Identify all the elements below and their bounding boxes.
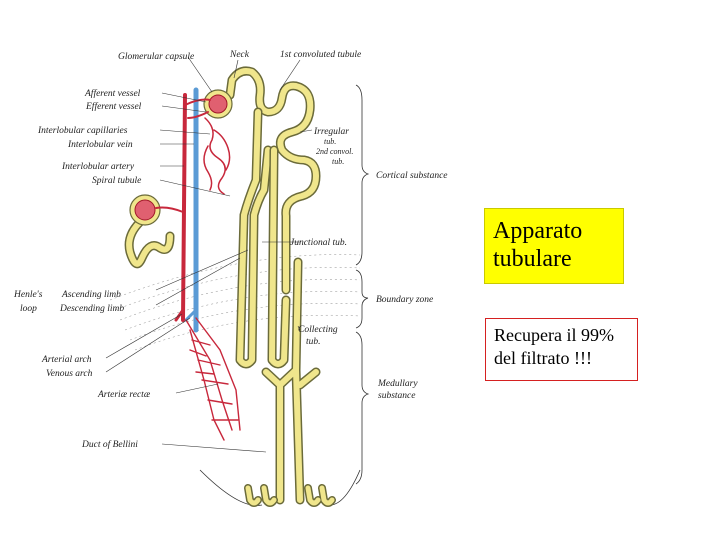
label-interlobular-artery: Interlobular artery (61, 162, 135, 172)
recovery-callout-line2: del filtrato !!! (494, 348, 592, 368)
label-boundary-zone: Boundary zone (376, 295, 433, 305)
label-arteriae-rectae: Arteriæ rectæ (97, 390, 151, 400)
tubular-callout-line2: tubulare (493, 246, 572, 272)
glomerulus-lower (134, 199, 156, 221)
label-irregular: Irregular (313, 127, 349, 137)
lower-afferent (155, 206, 184, 213)
leader-lines (105, 56, 313, 453)
label-henles: Henle's (13, 290, 43, 300)
arterial-arch (174, 308, 185, 322)
label-loop: loop (20, 304, 37, 314)
venous-arch (184, 308, 198, 322)
label-irregular-tub: tub. (324, 137, 336, 146)
zone-brackets (355, 84, 370, 485)
capillary-network-upper (203, 117, 231, 195)
label-afferent-vessel: Afferent vessel (84, 88, 141, 99)
label-arterial-arch: Arterial arch (41, 355, 92, 365)
tubular-callout: Apparato tubulare (484, 208, 624, 284)
label-second-convol-tub: tub. (332, 157, 344, 166)
tubular-callout-line1: Apparato (493, 218, 583, 244)
label-ascending-limb: Ascending limb (61, 290, 121, 300)
henle-loop (237, 109, 271, 367)
label-glomerular-capsule: Glomerular capsule (118, 52, 194, 62)
arteriae-rectae-network (185, 317, 241, 441)
second-loop (269, 147, 289, 367)
label-spiral-tubule: Spiral tubule (92, 176, 141, 186)
label-second-convol: 2nd convol. (316, 147, 353, 156)
boundary-zone-band (109, 254, 361, 351)
label-cortical-substance: Cortical substance (376, 171, 448, 181)
recovery-callout: Recupera il 99% del filtrato !!! (485, 318, 638, 381)
glomerulus-upper (208, 94, 228, 114)
label-efferent-vessel: Efferent vessel (85, 101, 142, 112)
arteries (155, 93, 241, 441)
tubule-upper (227, 68, 319, 293)
label-venous-arch: Venous arch (46, 369, 93, 379)
bellini-ducts (245, 485, 335, 506)
label-medullary-substance: substance (378, 391, 415, 401)
label-collecting: Collecting (298, 325, 338, 335)
label-medullary: Medullary (377, 379, 418, 389)
renal-tubule (124, 66, 336, 507)
label-first-convoluted-tubule: 1st convoluted tubule (280, 50, 361, 60)
label-collecting-tub: tub. (306, 337, 321, 347)
labels: Glomerular capsule Neck 1st convoluted t… (13, 50, 448, 450)
label-interlobular-vein: Interlobular vein (67, 140, 133, 150)
label-junctional-tub: Junctional tub. (290, 238, 347, 248)
label-interlobular-capillaries: Interlobular capillaries (37, 126, 128, 136)
collecting-tubule (263, 259, 319, 503)
spiral-tubule (126, 219, 173, 267)
label-duct-of-bellini: Duct of Bellini (81, 439, 138, 450)
efferent-vessel (187, 111, 209, 119)
interlobular-artery (181, 93, 187, 322)
recovery-callout-line1: Recupera il 99% (494, 325, 614, 345)
label-descending-limb: Descending limb (59, 304, 124, 314)
veins (184, 87, 199, 333)
label-neck: Neck (229, 50, 250, 60)
